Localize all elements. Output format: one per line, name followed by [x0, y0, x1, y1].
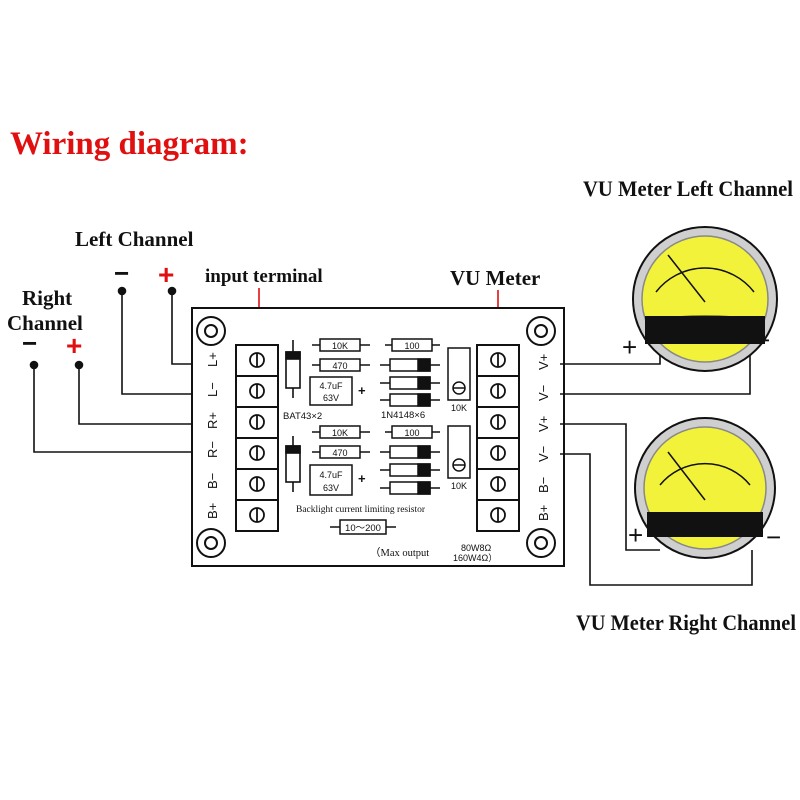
- left-plus-mark: +: [158, 259, 174, 290]
- resistor: 10K: [312, 338, 370, 352]
- svg-text:63V: 63V: [323, 393, 339, 403]
- power-rating-8ohm: 80W8Ω: [461, 543, 492, 553]
- svg-text:10K: 10K: [451, 481, 467, 491]
- svg-text:4.7uF: 4.7uF: [319, 470, 343, 480]
- right-plus-mark: +: [66, 330, 82, 361]
- power-rating-4ohm: 160W4Ω）: [453, 553, 497, 563]
- 1n4148-diode: [380, 393, 440, 407]
- backlight-resistor: 10～200: [330, 519, 396, 535]
- vu-meter-right: [634, 417, 776, 559]
- capacitor: 4.7uF 63V +: [309, 464, 366, 496]
- svg-text:+: +: [358, 471, 366, 486]
- pcb-board: L+ L− R+ R− B− B+ V+ V− V+ V− B− B+: [191, 307, 565, 567]
- right-pin-label: V+: [536, 416, 551, 432]
- trimmer-potentiometer: 10K: [447, 347, 471, 413]
- vu-right-plus: +: [628, 520, 643, 550]
- mounting-hole: [196, 316, 226, 346]
- resistor: 470: [312, 358, 370, 372]
- vu-left-label: VU Meter Left Channel: [583, 176, 793, 201]
- bat43-diode: [285, 340, 301, 398]
- resistor: 100: [385, 425, 440, 439]
- left-pin-label: L−: [205, 382, 220, 397]
- vu-right-label: VU Meter Right Channel: [576, 610, 796, 635]
- vu-left-minus: −: [755, 325, 770, 355]
- svg-text:10K: 10K: [332, 341, 348, 351]
- left-terminal-block: [235, 344, 279, 532]
- right-pin-label: V−: [536, 446, 551, 462]
- mounting-hole: [526, 528, 556, 558]
- resistor: 10K: [312, 425, 370, 439]
- 1n4148-label: 1N4148×6: [381, 410, 425, 421]
- backlight-label: Backlight current limiting resistor: [296, 505, 426, 515]
- vu-right-minus: −: [766, 522, 781, 552]
- left-pin-label: L+: [205, 352, 220, 367]
- 1n4148-diode: [380, 481, 440, 495]
- svg-text:470: 470: [332, 448, 347, 458]
- 1n4148-diode: [380, 358, 440, 372]
- left-pin-label: R−: [205, 441, 220, 458]
- right-terminal-block: [476, 344, 520, 532]
- left-channel-label: Left Channel: [75, 227, 194, 251]
- left-minus-mark: −: [114, 258, 129, 288]
- right-channel-label-line2: Channel: [7, 311, 83, 335]
- left-pin-label: B−: [205, 473, 220, 489]
- svg-text:+: +: [358, 383, 366, 398]
- max-output-label: （Max output: [370, 547, 429, 559]
- right-channel-label-line1: Right: [22, 286, 72, 310]
- vu-left-plus: +: [622, 332, 637, 362]
- svg-text:100: 100: [404, 428, 419, 438]
- right-pin-label: B−: [536, 477, 551, 493]
- right-pin-label: V+: [536, 354, 551, 370]
- resistor: 100: [385, 338, 440, 352]
- mounting-hole: [526, 316, 556, 346]
- page-title: Wiring diagram:: [10, 126, 249, 162]
- resistor: 470: [312, 445, 370, 459]
- left-pin-label: R+: [205, 412, 220, 429]
- input-wires: [29, 286, 236, 453]
- svg-text:470: 470: [332, 361, 347, 371]
- bat43-label: BAT43×2: [283, 411, 322, 422]
- input-terminal-label: input terminal: [205, 266, 323, 287]
- bat43-diode: [285, 436, 301, 492]
- 1n4148-diode: [380, 376, 440, 390]
- vu-meter-left: [632, 226, 778, 372]
- svg-text:63V: 63V: [323, 483, 339, 493]
- 1n4148-diode: [380, 445, 440, 459]
- svg-text:10K: 10K: [332, 428, 348, 438]
- svg-text:4.7uF: 4.7uF: [319, 381, 343, 391]
- svg-text:100: 100: [404, 341, 419, 351]
- left-pin-label: B+: [205, 503, 220, 519]
- vu-meter-label: VU Meter: [450, 266, 540, 290]
- capacitor: 4.7uF 63V +: [309, 376, 366, 406]
- svg-text:10～200: 10～200: [345, 523, 381, 534]
- trimmer-potentiometer: 10K: [447, 425, 471, 491]
- right-pin-label: V−: [536, 385, 551, 401]
- 1n4148-diode: [380, 463, 440, 477]
- right-minus-mark: −: [22, 328, 37, 358]
- mounting-hole: [196, 528, 226, 558]
- right-pin-label: B+: [536, 505, 551, 521]
- svg-text:10K: 10K: [451, 403, 467, 413]
